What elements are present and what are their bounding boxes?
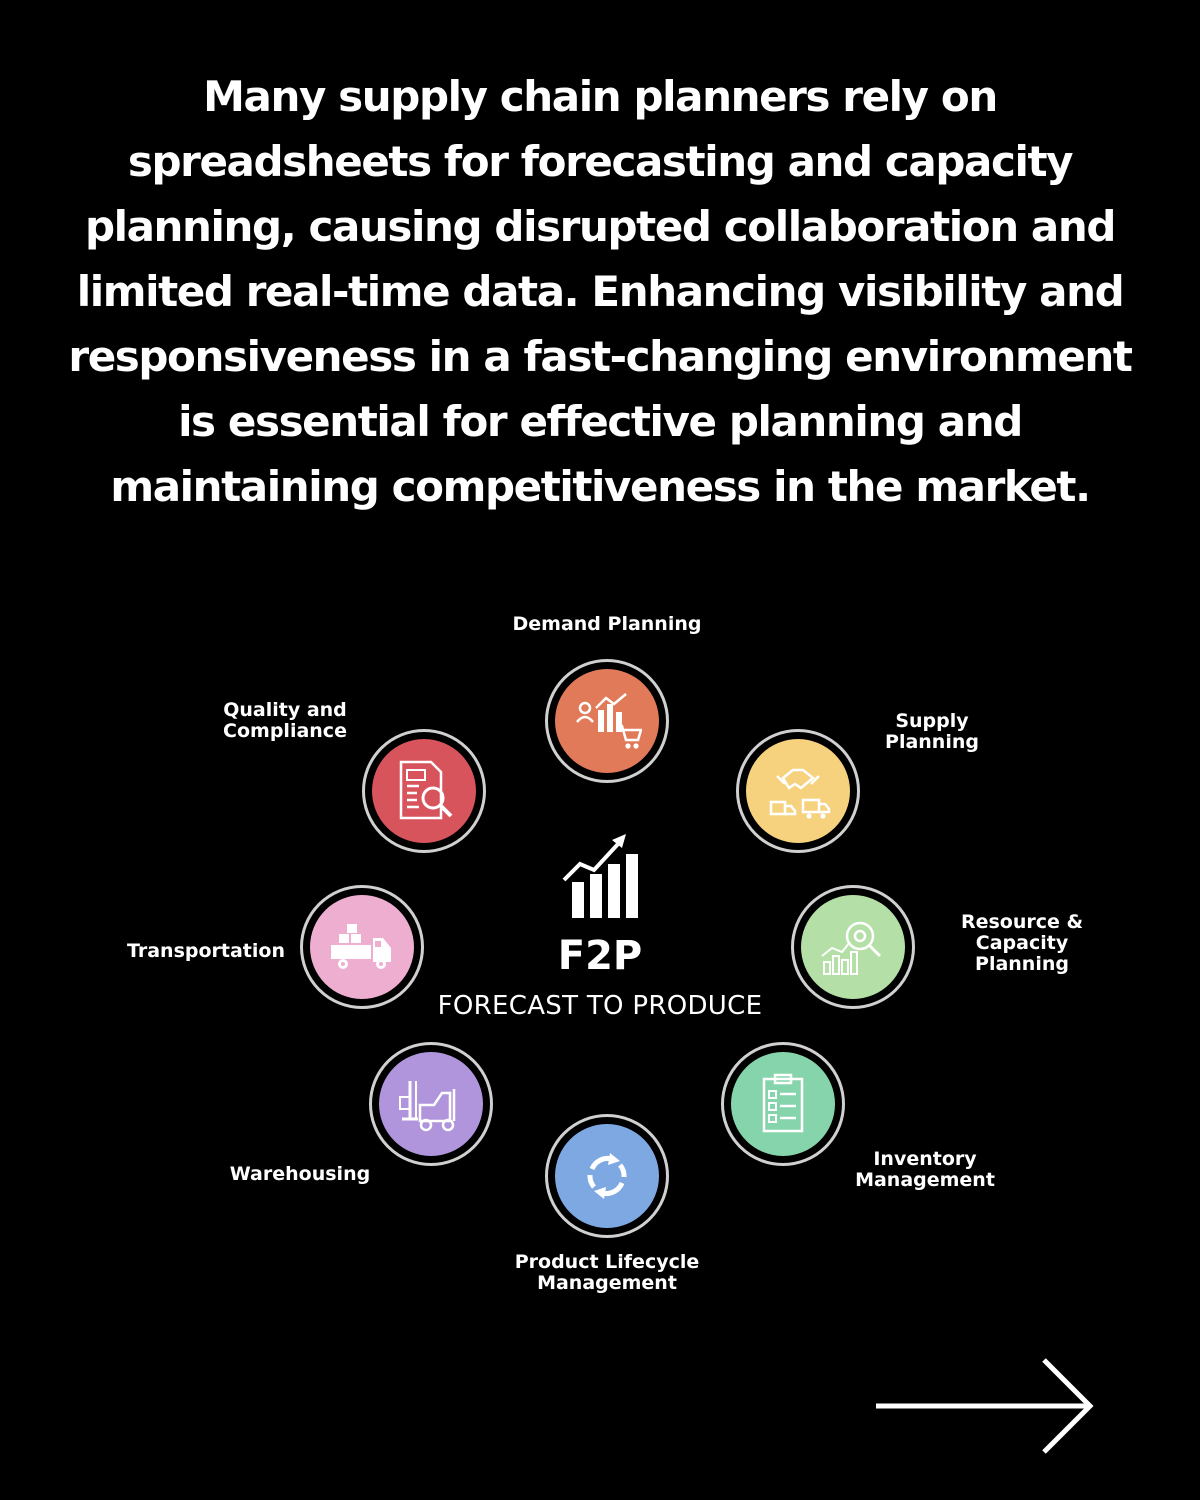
forklift-icon [399, 1081, 456, 1132]
warehousing-disc [379, 1052, 483, 1156]
intro-line: limited real-time data. Enhancing visibi… [76, 267, 1125, 316]
intro-line: planning, causing disrupted collaboratio… [84, 202, 1116, 251]
clipboard-checklist-icon [762, 1073, 804, 1133]
truck-icon [331, 924, 391, 969]
supply-planning-label: Supply Planning [885, 710, 979, 753]
inventory-management-node[interactable] [721, 1042, 845, 1166]
arrow-right-icon[interactable] [872, 1356, 1098, 1456]
growth-chart-icon [562, 834, 638, 918]
handshake-delivery-icon [769, 768, 831, 819]
f2p-subtitle: FORECAST TO PRODUCE [437, 991, 763, 1021]
resource-capacity-label: Resource & Capacity Planning [960, 911, 1084, 975]
supply-planning-node[interactable] [736, 729, 860, 853]
intro-line: Many supply chain planners rely on [203, 72, 998, 121]
quality-compliance-disc [372, 739, 476, 843]
intro-line: maintaining competitiveness in the marke… [110, 462, 1091, 511]
transportation-disc [310, 895, 414, 999]
demand-planning-label: Demand Planning [512, 613, 702, 635]
product-lifecycle-label: Product Lifecycle Management [514, 1251, 700, 1294]
demand-planning-disc [555, 669, 659, 773]
inventory-management-disc [731, 1052, 835, 1156]
transportation-node[interactable] [300, 885, 424, 1009]
intro-paragraph: Many supply chain planners rely on sprea… [40, 64, 1160, 519]
product-lifecycle-disc [555, 1124, 659, 1228]
quality-compliance-node[interactable] [362, 729, 486, 853]
intro-line: is essential for effective planning and [178, 397, 1023, 446]
supply-planning-disc [746, 739, 850, 843]
f2p-title: F2P [557, 933, 643, 979]
capacity-analytics-icon [821, 921, 882, 975]
intro-line: responsiveness in a fast-changing enviro… [68, 332, 1133, 381]
resource-capacity-disc [801, 895, 905, 999]
inventory-management-label: Inventory Management [855, 1148, 995, 1191]
product-lifecycle-node[interactable] [545, 1114, 669, 1238]
demand-planning-icon [576, 693, 642, 749]
resource-capacity-node[interactable] [791, 885, 915, 1009]
cycle-arrows-icon [587, 1153, 627, 1199]
demand-planning-node[interactable] [545, 659, 669, 783]
document-search-icon [399, 760, 453, 820]
warehousing-node[interactable] [369, 1042, 493, 1166]
intro-line: spreadsheets for forecasting and capacit… [127, 137, 1074, 186]
f2p-hub: F2P FORECAST TO PRODUCE [420, 830, 780, 1030]
transportation-label: Transportation [126, 940, 285, 962]
warehousing-label: Warehousing [229, 1163, 371, 1185]
quality-compliance-label: Quality and Compliance [223, 699, 347, 742]
